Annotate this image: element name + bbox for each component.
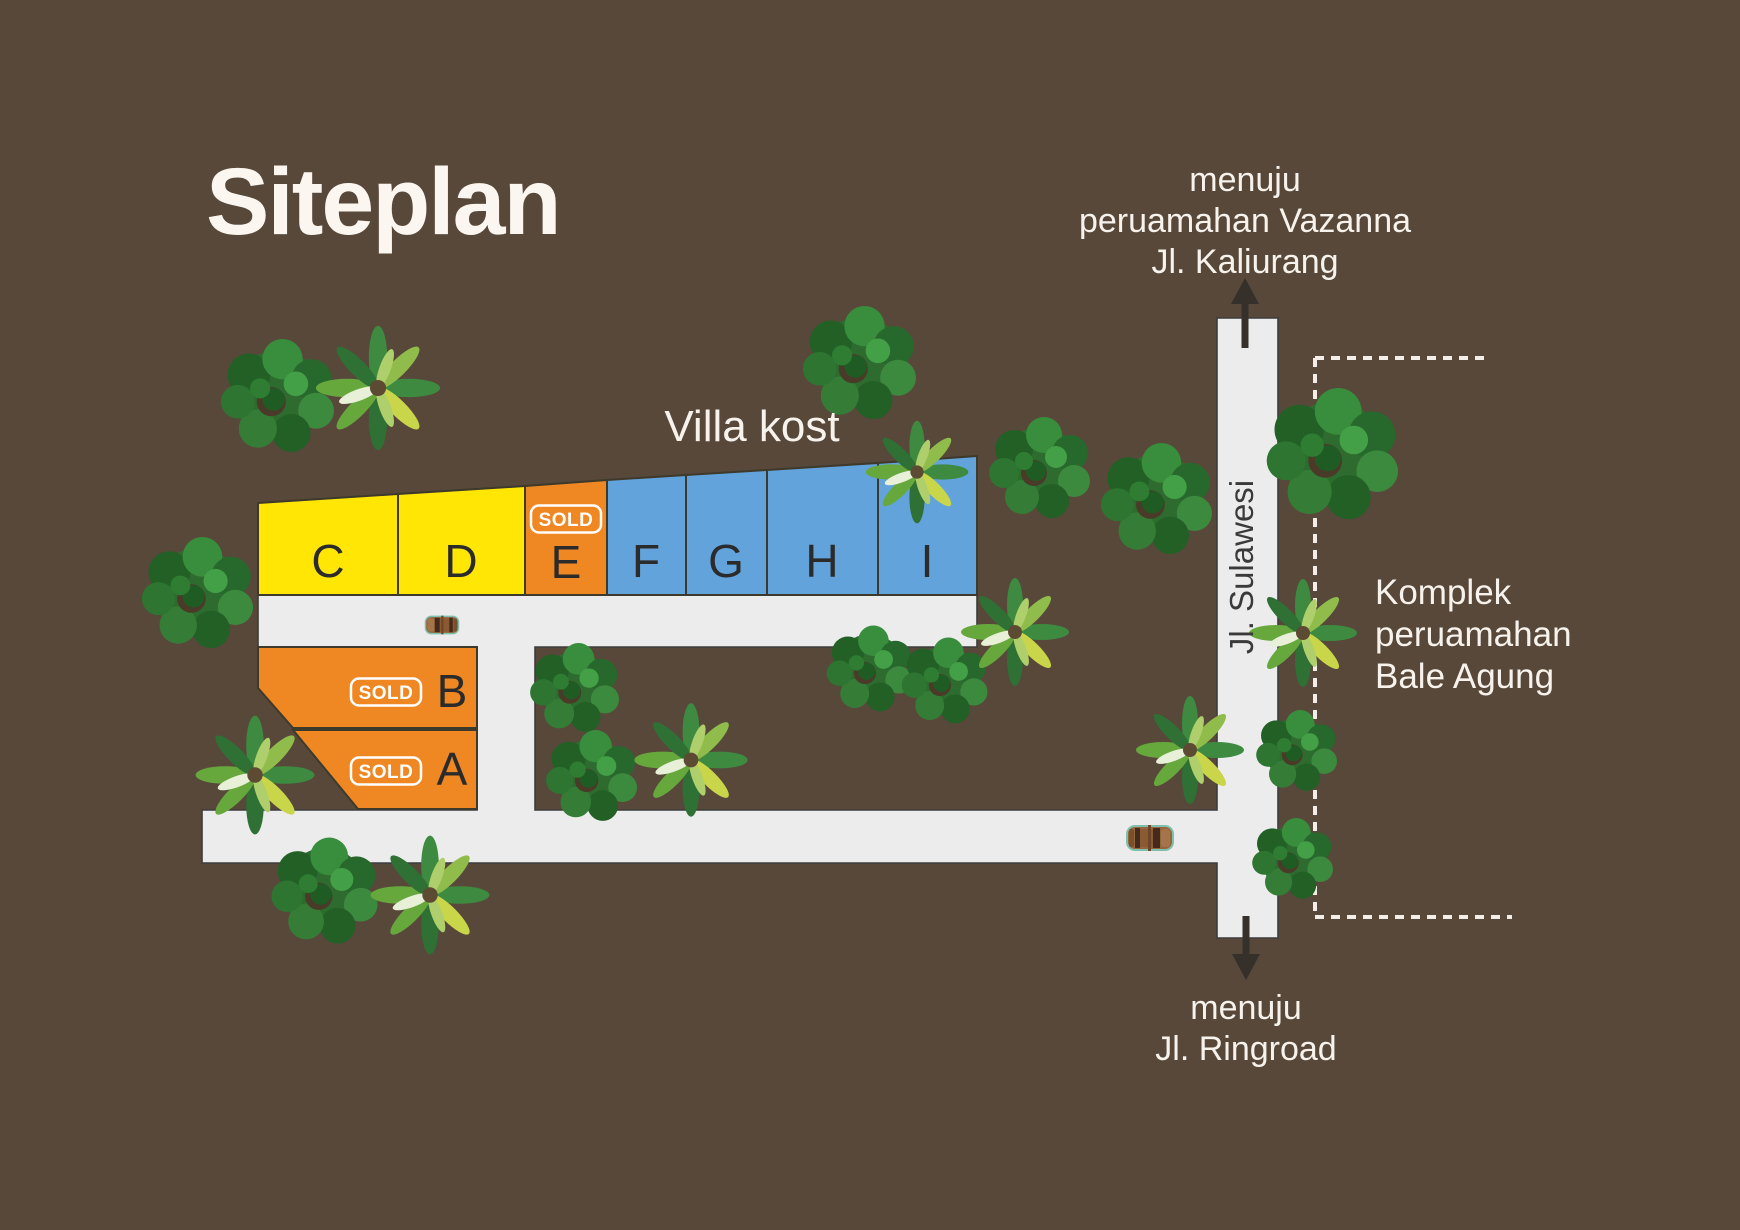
sold-badge: SOLD: [529, 504, 603, 534]
tree-icon: [901, 637, 988, 724]
plot-B: B SOLD: [257, 646, 478, 729]
car-icon: [1126, 825, 1174, 851]
plot-label-E: E: [551, 536, 582, 588]
arrows: [1231, 278, 1260, 980]
plot-A: A SOLD: [290, 729, 478, 810]
plot-label-H: H: [805, 535, 838, 587]
palm-tree-icon: [634, 703, 748, 817]
sold-badge: SOLD: [349, 756, 423, 786]
neighbour-complex-line: Komplek: [1375, 573, 1512, 612]
car-icon: [424, 615, 460, 635]
sold-badge-outline: [349, 677, 423, 707]
plot-shape-B: [257, 646, 478, 729]
sold-badge-outline: [349, 756, 423, 786]
direction-south-line: Jl. Ringroad: [1155, 1030, 1337, 1068]
tree-icon: [1100, 443, 1212, 555]
plot-F: F: [606, 473, 687, 596]
plot-label-A: A: [437, 743, 468, 795]
palm-tree-icon: [315, 325, 441, 451]
direction-south-label: menuju Jl. Ringroad: [1155, 988, 1336, 1070]
plot-label-D: D: [444, 535, 477, 587]
villa-kost-label: Villa kost: [664, 402, 840, 451]
sold-badge: SOLD: [349, 677, 423, 707]
plot-label-B: B: [437, 665, 468, 717]
plot-shape-A: [290, 729, 478, 810]
tree-icon: [1266, 388, 1398, 520]
neighbour-complex-line: Bale Agung: [1375, 657, 1555, 696]
sold-badge-outline: [529, 504, 603, 534]
sold-badge-label: SOLD: [359, 683, 414, 704]
tree-icon: [220, 339, 334, 453]
plot-E: E SOLD: [524, 478, 608, 596]
plot-label-I: I: [921, 535, 934, 587]
tree-icon: [530, 643, 619, 732]
street-name-label: Jl. Sulawesi: [1223, 480, 1260, 654]
plot-label-F: F: [632, 535, 660, 587]
plot-label-C: C: [311, 535, 344, 587]
sold-badge-label: SOLD: [359, 762, 414, 783]
tree-icon: [989, 417, 1090, 518]
sold-badge-label: SOLD: [539, 510, 594, 531]
tree-icon: [141, 537, 253, 649]
page-title: Siteplan: [206, 149, 562, 255]
direction-south-line: menuju: [1190, 989, 1302, 1027]
direction-north-line: Jl. Kaliurang: [1151, 243, 1339, 281]
neighbour-complex-label: Komplek peruamahan Bale Agung: [1375, 572, 1572, 698]
direction-north-line: peruamahan Vazanna: [1078, 202, 1412, 240]
direction-north-label: menuju peruamahan Vazanna Jl. Kaliurang: [1079, 160, 1411, 283]
plot-H: H: [766, 461, 879, 596]
plot-D: D: [397, 484, 526, 596]
plot-label-G: G: [708, 535, 744, 587]
arrow-down-icon: [1232, 916, 1260, 980]
direction-north-line: menuju: [1189, 161, 1301, 199]
plot-G: G: [685, 468, 768, 596]
neighbour-complex-line: peruamahan: [1375, 615, 1572, 654]
plot-C: C: [257, 492, 399, 596]
arrow-up-icon: [1231, 278, 1259, 348]
tree-icon: [546, 730, 637, 821]
